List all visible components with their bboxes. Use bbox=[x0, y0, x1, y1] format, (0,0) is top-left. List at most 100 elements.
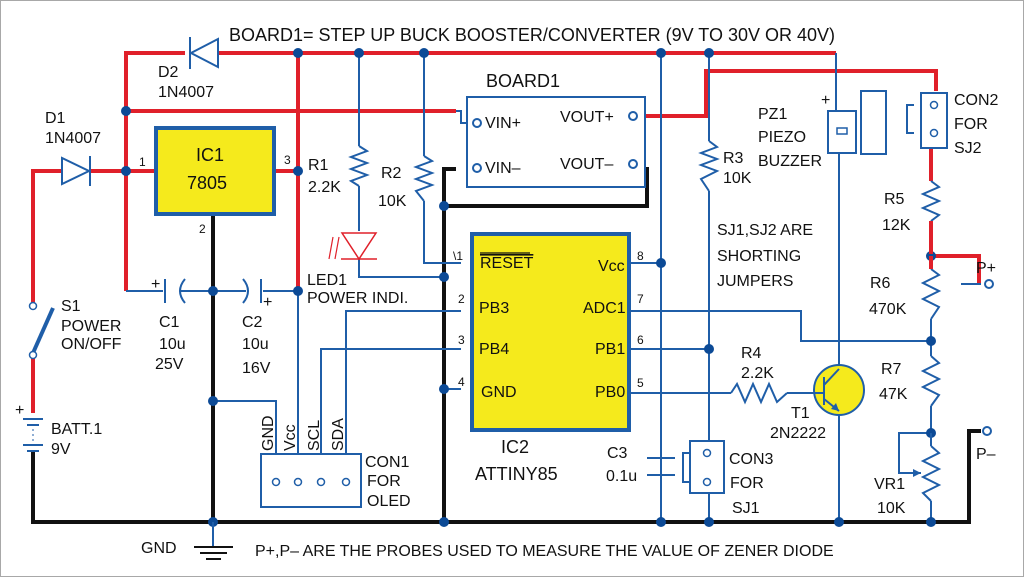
resistor-r4: R4 2.2K bbox=[730, 345, 788, 405]
svg-text:CON1: CON1 bbox=[365, 454, 410, 471]
svg-text:BUZZER: BUZZER bbox=[758, 153, 822, 170]
diode-d1: D1 1N4007 bbox=[45, 110, 101, 186]
svg-text:PB0: PB0 bbox=[595, 384, 625, 401]
diode-d2: D2 1N4007 bbox=[158, 37, 219, 101]
svg-text:2: 2 bbox=[199, 222, 206, 236]
svg-text:12K: 12K bbox=[882, 217, 911, 234]
probe-note: P+,P– ARE THE PROBES USED TO MEASURE THE… bbox=[255, 543, 834, 560]
svg-text:2N2222: 2N2222 bbox=[770, 425, 826, 442]
svg-text:BATT.1: BATT.1 bbox=[51, 421, 102, 438]
connector-con3: CON3 FOR SJ1 bbox=[682, 440, 774, 517]
ground-wires bbox=[31, 167, 981, 524]
potentiometer-vr1[interactable]: VR1 10K bbox=[874, 433, 942, 517]
probe-p-minus[interactable]: P– bbox=[976, 426, 996, 463]
supply-wires bbox=[31, 51, 981, 413]
capacitor-c1: + C1 10u 25V bbox=[151, 276, 186, 373]
svg-text:+: + bbox=[821, 92, 830, 109]
svg-text:9V: 9V bbox=[51, 441, 71, 458]
connector-con2: CON2 FOR SJ2 bbox=[906, 92, 999, 157]
svg-text:1: 1 bbox=[139, 155, 146, 169]
ic2-attiny85: \1 RESET 2 PB3 3 PB4 4 GND 8 Vcc 7 ADC1 … bbox=[453, 232, 644, 484]
svg-text:R6: R6 bbox=[870, 275, 891, 292]
svg-text:GND: GND bbox=[260, 415, 277, 451]
junction-dots bbox=[121, 48, 936, 527]
svg-text:C2: C2 bbox=[242, 314, 263, 331]
capacitor-c2: + C2 10u 16V bbox=[242, 278, 272, 377]
svg-text:6: 6 bbox=[637, 333, 644, 347]
svg-text:SHORTING: SHORTING bbox=[717, 248, 801, 265]
svg-text:SJ2: SJ2 bbox=[954, 140, 982, 157]
svg-text:16V: 16V bbox=[242, 360, 271, 377]
svg-text:2: 2 bbox=[458, 292, 465, 306]
resistor-r2: R2 10K bbox=[378, 155, 435, 210]
svg-text:VIN+: VIN+ bbox=[485, 115, 521, 132]
svg-text:2.2K: 2.2K bbox=[741, 365, 774, 382]
resistor-r5: R5 12K bbox=[882, 180, 942, 254]
svg-text:FOR: FOR bbox=[954, 116, 988, 133]
svg-text:1N4007: 1N4007 bbox=[158, 84, 214, 101]
svg-text:4: 4 bbox=[458, 375, 465, 389]
gnd-label: GND bbox=[141, 540, 177, 557]
svg-text:S1: S1 bbox=[61, 298, 81, 315]
svg-text:SCL: SCL bbox=[306, 420, 323, 451]
svg-text:25V: 25V bbox=[155, 356, 184, 373]
svg-text:R1: R1 bbox=[308, 157, 329, 174]
svg-text:VR1: VR1 bbox=[874, 476, 905, 493]
svg-text:R2: R2 bbox=[381, 165, 402, 182]
svg-text:VIN–: VIN– bbox=[485, 160, 521, 177]
svg-text:47K: 47K bbox=[879, 386, 908, 403]
svg-text:2.2K: 2.2K bbox=[308, 179, 341, 196]
svg-text:GND: GND bbox=[481, 384, 517, 401]
svg-text:\1: \1 bbox=[453, 249, 463, 263]
svg-text:PIEZO: PIEZO bbox=[758, 129, 806, 146]
svg-text:LED1: LED1 bbox=[307, 272, 347, 289]
svg-text:IC2: IC2 bbox=[501, 437, 529, 457]
svg-text:7805: 7805 bbox=[187, 173, 227, 193]
svg-text:VOUT+: VOUT+ bbox=[560, 109, 614, 126]
svg-text:CON3: CON3 bbox=[729, 451, 774, 468]
svg-text:P+: P+ bbox=[976, 260, 996, 277]
svg-text:10K: 10K bbox=[723, 170, 752, 187]
svg-text:D2: D2 bbox=[158, 64, 179, 81]
svg-text:10u: 10u bbox=[159, 336, 186, 353]
svg-text:10u: 10u bbox=[242, 336, 269, 353]
svg-text:Vcc: Vcc bbox=[282, 424, 299, 451]
svg-text:0.1u: 0.1u bbox=[606, 468, 637, 485]
svg-text:VOUT–: VOUT– bbox=[560, 156, 613, 173]
svg-text:+: + bbox=[263, 294, 272, 311]
svg-text:R3: R3 bbox=[723, 150, 744, 167]
svg-text:ATTINY85: ATTINY85 bbox=[475, 464, 558, 484]
ground-symbol: GND bbox=[141, 522, 233, 560]
piezo-buzzer-pz1: + PZ1 PIEZO BUZZER bbox=[758, 90, 887, 170]
svg-text:ON/OFF: ON/OFF bbox=[61, 336, 122, 353]
svg-text:FOR: FOR bbox=[367, 473, 401, 490]
svg-text:+: + bbox=[15, 402, 24, 419]
probe-p-plus[interactable]: P+ bbox=[976, 260, 996, 289]
svg-text:FOR: FOR bbox=[730, 475, 764, 492]
battery-batt1: + BATT.1 9V bbox=[15, 402, 102, 458]
jumper-note: SJ1,SJ2 ARE SHORTING JUMPERS bbox=[717, 222, 813, 290]
svg-text:7: 7 bbox=[637, 292, 644, 306]
svg-text:PZ1: PZ1 bbox=[758, 106, 787, 123]
svg-text:10K: 10K bbox=[877, 500, 906, 517]
svg-text:R4: R4 bbox=[741, 345, 762, 362]
svg-text:3: 3 bbox=[458, 333, 465, 347]
svg-text:470K: 470K bbox=[869, 301, 907, 318]
svg-text:C3: C3 bbox=[607, 445, 628, 462]
svg-text:R7: R7 bbox=[881, 361, 902, 378]
svg-text:5: 5 bbox=[637, 376, 644, 390]
diagram-title: BOARD1= STEP UP BUCK BOOSTER/CONVERTER (… bbox=[229, 25, 835, 45]
capacitor-c3: C3 0.1u bbox=[606, 445, 675, 485]
svg-text:IC1: IC1 bbox=[196, 145, 224, 165]
svg-text:SJ1,SJ2 ARE: SJ1,SJ2 ARE bbox=[717, 222, 813, 239]
svg-text:PB4: PB4 bbox=[479, 341, 509, 358]
svg-text:T1: T1 bbox=[791, 405, 810, 422]
svg-text:P–: P– bbox=[976, 446, 996, 463]
switch-s1[interactable]: S1 POWER ON/OFF bbox=[28, 298, 122, 360]
svg-text:8: 8 bbox=[637, 249, 644, 263]
resistor-r1: R1 2.2K bbox=[308, 145, 370, 196]
svg-text:RESET: RESET bbox=[480, 255, 534, 272]
svg-text:OLED: OLED bbox=[367, 493, 411, 510]
svg-text:10K: 10K bbox=[378, 193, 407, 210]
